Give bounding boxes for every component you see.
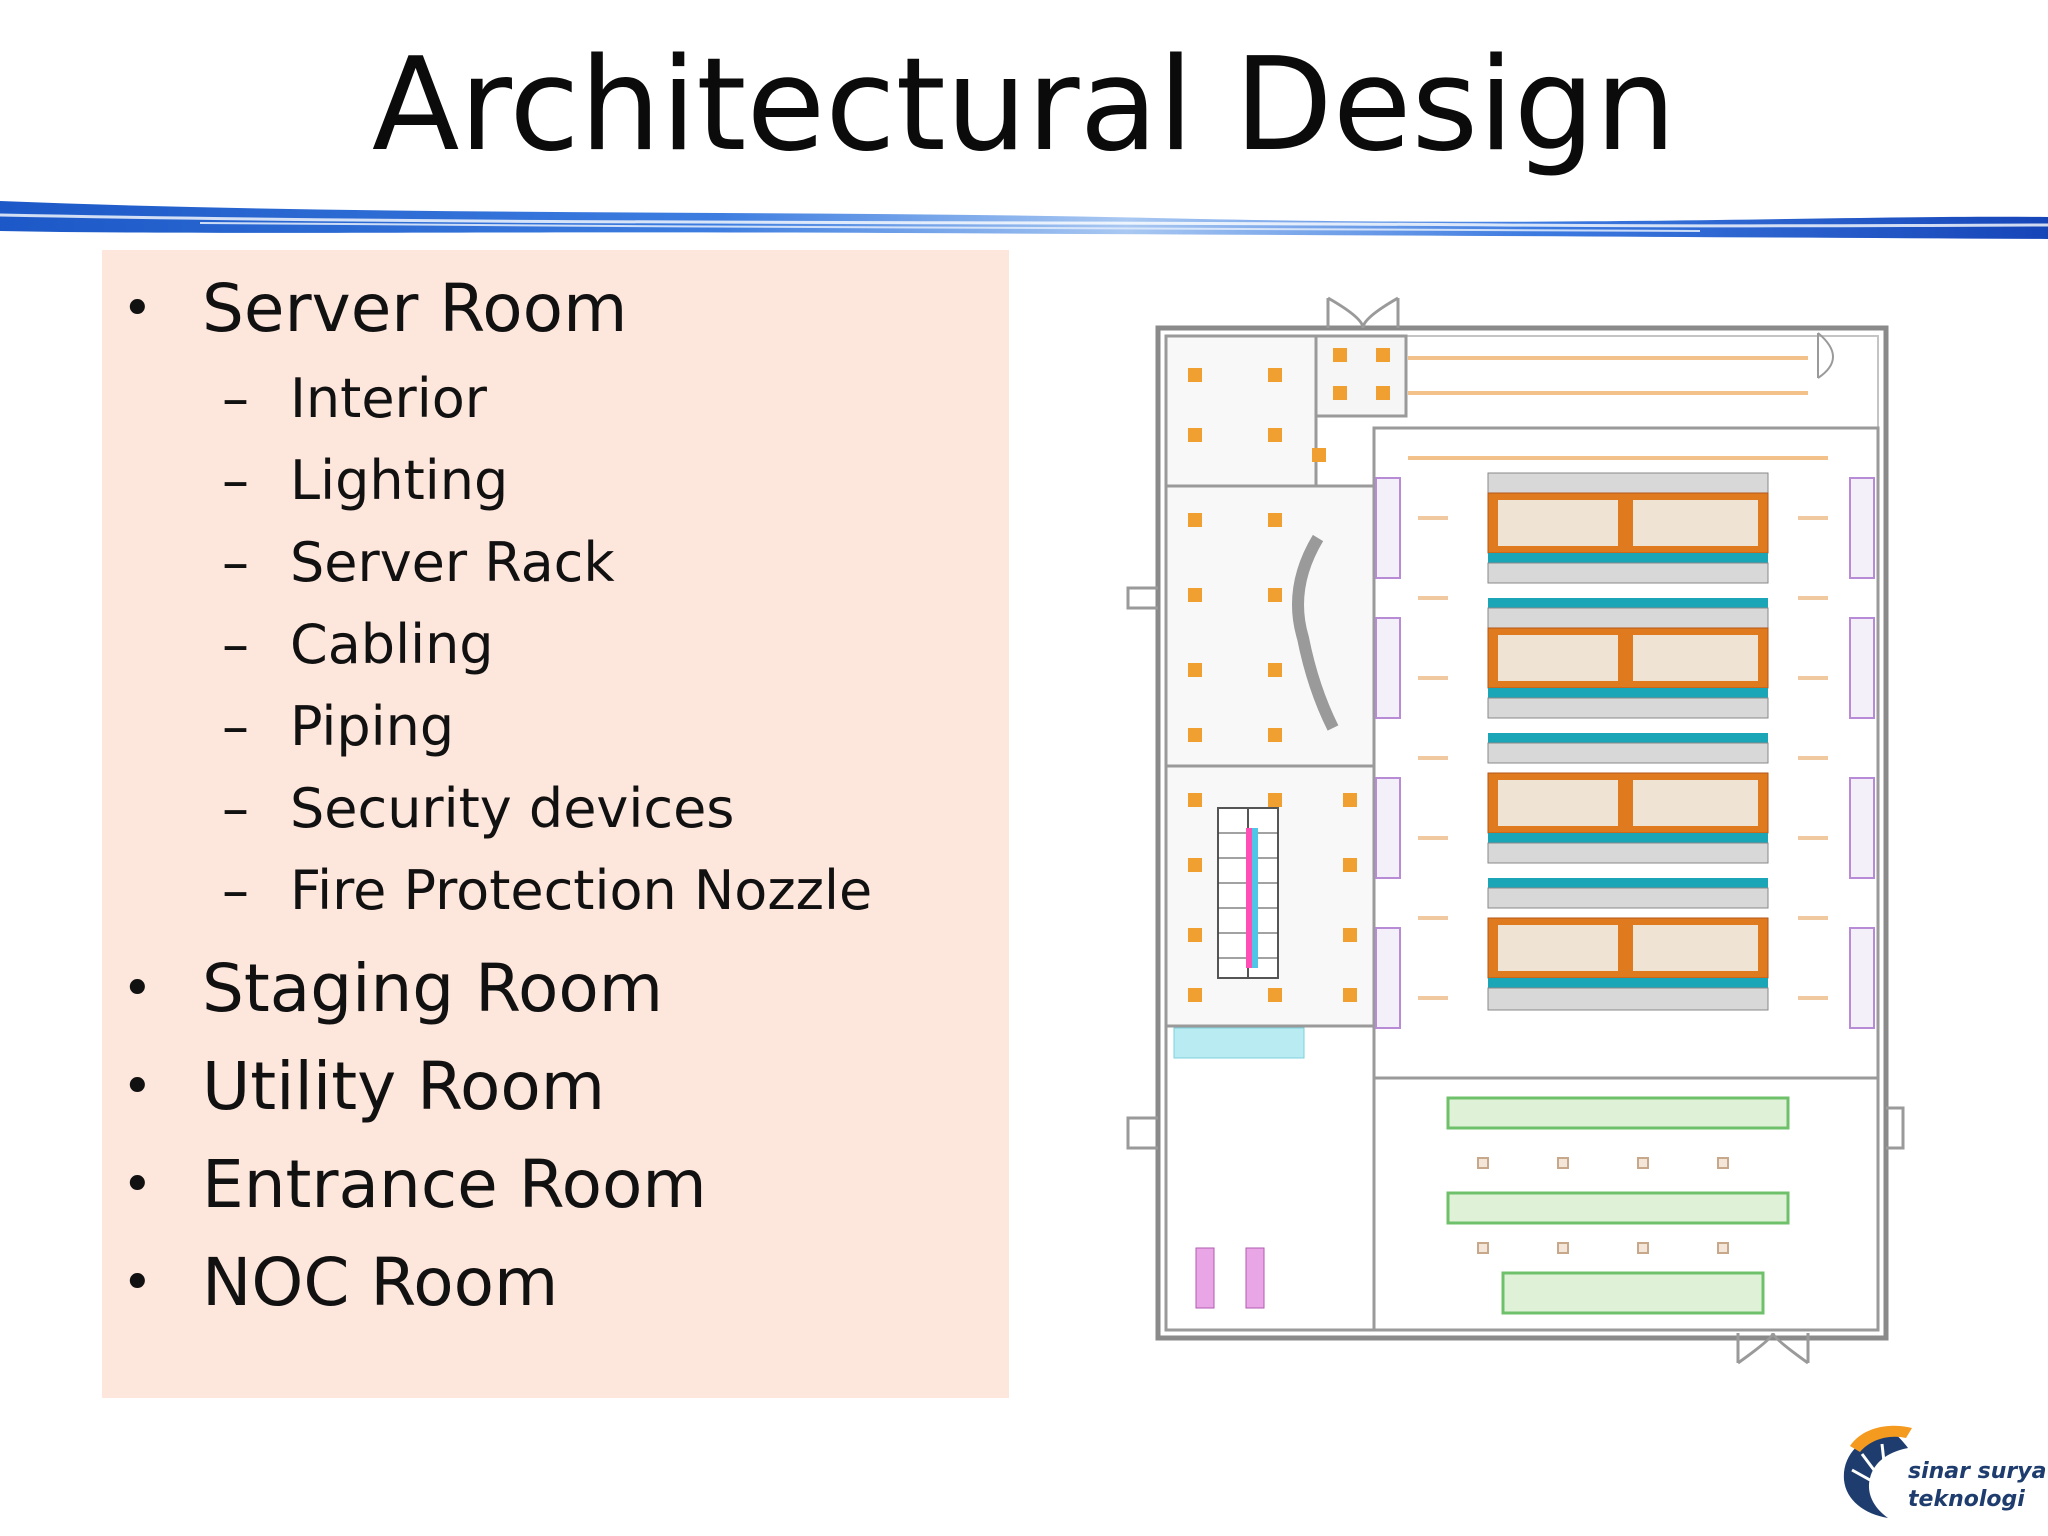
bullet-noc-room: • NOC Room	[102, 1234, 1009, 1332]
bullet-label: Entrance Room	[202, 1146, 707, 1223]
sub-bullet-label: Fire Protection Nozzle	[290, 859, 873, 922]
title-band-decoration	[0, 201, 2048, 239]
sub-bullet-cabling: –Cabling	[102, 604, 1009, 686]
bullet-entrance-room: • Entrance Room	[102, 1136, 1009, 1234]
bullet-dot: •	[122, 1155, 153, 1215]
bullet-dot: •	[122, 279, 153, 339]
bullet-server-room: • Server Room	[102, 260, 1009, 358]
company-logo-icon	[1843, 1425, 1912, 1518]
bullet-dot: •	[122, 959, 153, 1019]
sub-bullet-dash: –	[222, 449, 249, 512]
sub-bullet-server-rack: –Server Rack	[102, 522, 1009, 604]
bullet-label: NOC Room	[202, 1244, 559, 1321]
bullet-label: Staging Room	[202, 950, 664, 1027]
sub-bullet-dash: –	[222, 859, 249, 922]
sub-bullet-interior: –Interior	[102, 358, 1009, 440]
sub-bullet-label: Server Rack	[290, 531, 615, 594]
sub-bullet-lighting: –Lighting	[102, 440, 1009, 522]
bullet-label: Server Room	[202, 270, 628, 347]
sub-bullet-dash: –	[222, 367, 249, 430]
logo-line-2: teknologi	[1908, 1487, 2025, 1512]
bullet-dot: •	[122, 1253, 153, 1313]
sub-bullet-dash: –	[222, 777, 249, 840]
floor-plan-image	[1126, 296, 1905, 1365]
sub-bullet-dash: –	[222, 613, 249, 676]
sub-bullet-group: –Interior –Lighting –Server Rack –Cablin…	[102, 358, 1009, 932]
content-panel: • Server Room –Interior –Lighting –Serve…	[102, 250, 1009, 1398]
sub-bullet-list: –Interior –Lighting –Server Rack –Cablin…	[102, 358, 1009, 932]
sub-bullet-label: Interior	[290, 367, 487, 430]
sub-bullet-label: Security devices	[290, 777, 735, 840]
logo-line-1: sinar surya	[1908, 1459, 2047, 1484]
sub-bullet-fire-protection-nozzle: –Fire Protection Nozzle	[102, 850, 1009, 932]
company-logo-text: sinar surya teknologi	[1908, 1458, 2046, 1514]
bullet-label: Utility Room	[202, 1048, 606, 1125]
bullet-staging-room: • Staging Room	[102, 940, 1009, 1038]
sub-bullet-security-devices: –Security devices	[102, 768, 1009, 850]
bullet-utility-room: • Utility Room	[102, 1038, 1009, 1136]
sub-bullet-label: Lighting	[290, 449, 509, 512]
bullet-dot: •	[122, 1057, 153, 1117]
sub-bullet-dash: –	[222, 695, 249, 758]
bullet-list: • Server Room –Interior –Lighting –Serve…	[102, 260, 1009, 1332]
sub-bullet-label: Piping	[290, 695, 455, 758]
sub-bullet-piping: –Piping	[102, 686, 1009, 768]
sub-bullet-dash: –	[222, 531, 249, 594]
slide-title: Architectural Design	[371, 31, 1677, 180]
sub-bullet-label: Cabling	[290, 613, 494, 676]
